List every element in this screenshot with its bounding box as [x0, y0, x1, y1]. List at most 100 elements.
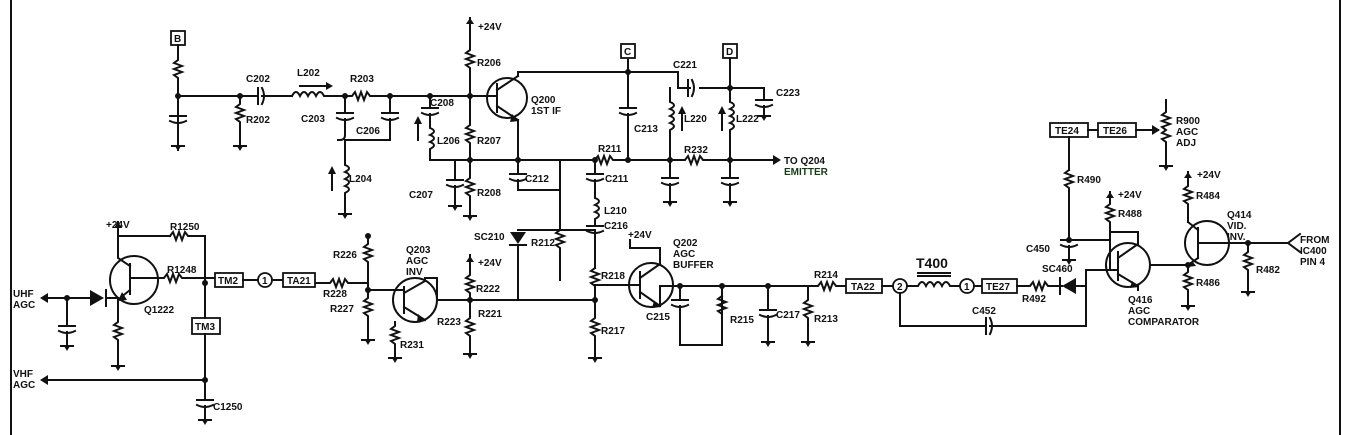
v24-top-label: +24V [478, 22, 502, 33]
r900-label: R900 [1176, 116, 1200, 127]
ta22-label: TA22 [851, 282, 875, 293]
c450-capacitor [1059, 239, 1079, 255]
l202-label: L202 [297, 68, 320, 79]
r228-label: R228 [323, 289, 347, 300]
q203-sub2-label: INV [406, 267, 423, 278]
r217-resistor [588, 299, 602, 353]
r218-label: R218 [601, 271, 625, 282]
r207-resistor [463, 95, 477, 161]
q414-sub1-label: VID. [1227, 221, 1247, 232]
r1250-label: R1250 [170, 222, 200, 233]
r488-label: R488 [1118, 209, 1142, 220]
r221-label: R221 [478, 309, 502, 320]
c452-label: C452 [972, 306, 996, 317]
r208-label: R208 [477, 188, 501, 199]
v24-q414-label: +24V [1197, 170, 1221, 181]
agc2-label: AGC [13, 380, 35, 391]
q202-sub1-label: AGC [673, 249, 695, 260]
c221-label: C221 [673, 60, 697, 71]
terminal-c-label: C [624, 47, 631, 58]
r486-resistor [1181, 264, 1195, 301]
tm2-label: TM2 [218, 276, 238, 287]
c211-label: C211 [605, 174, 629, 185]
q416-sub2-label: COMPARATOR [1128, 317, 1200, 328]
tm3-label: TM3 [195, 322, 215, 333]
r212-label: R212 [531, 238, 555, 249]
c215-label: C215 [646, 312, 670, 323]
r212-resistor [553, 189, 567, 281]
r226-resistor [361, 235, 375, 291]
v24-q203-label: +24V [478, 258, 502, 269]
c216-label: C216 [604, 221, 628, 232]
sc210-label: SC210 [474, 232, 505, 243]
r227-label: R227 [330, 304, 354, 315]
r484-label: R484 [1196, 191, 1220, 202]
from-label: FROM [1300, 235, 1329, 246]
r1248-label: R1248 [167, 265, 197, 276]
node-2-label: 2 [897, 282, 903, 293]
l222-inductor [727, 87, 735, 161]
q202-label: Q202 [673, 238, 698, 249]
t400-transformer [906, 281, 961, 289]
r208-resistor [463, 159, 477, 211]
node-1-b-label: 1 [964, 282, 970, 293]
c221-capacitor [687, 78, 695, 98]
r492-resistor [1016, 279, 1063, 293]
c206-capacitor [344, 95, 400, 141]
te24-label: TE24 [1055, 126, 1079, 137]
r211-label: R211 [598, 144, 622, 155]
r207-label: R207 [477, 136, 501, 147]
v24-q416-label: +24V [1118, 190, 1142, 201]
q202-sub2-label: BUFFER [673, 260, 714, 271]
sc210-diode [510, 232, 526, 244]
t400-label: T400 [916, 255, 948, 271]
te27-label: TE27 [986, 282, 1010, 293]
te26-label: TE26 [1103, 126, 1127, 137]
q200-label: Q200 [531, 95, 556, 106]
to-q204-label: TO Q204 [784, 156, 825, 167]
r206-label: R206 [477, 58, 501, 69]
r218-resistor [588, 266, 602, 301]
c452-capacitor [899, 285, 1087, 336]
r202-resistor [233, 95, 247, 141]
c207-label: C207 [409, 190, 433, 201]
c203-capacitor [335, 95, 355, 141]
r488-resistor [1103, 199, 1117, 251]
c202-capacitor [249, 86, 293, 106]
r232-resistor [669, 153, 776, 167]
r215-resistor [715, 294, 729, 331]
emitter-label: EMITTER [784, 167, 829, 178]
r490-label: R490 [1077, 175, 1101, 186]
r490-resistor [1062, 168, 1076, 241]
r206-resistor [463, 29, 477, 97]
r202-label: R202 [246, 115, 270, 126]
r203-resistor [344, 89, 391, 103]
r900-potentiometer [1159, 99, 1173, 161]
c207-capacitor [445, 159, 465, 201]
l220-label: L220 [684, 114, 707, 125]
r217-label: R217 [601, 326, 625, 337]
r203-label: R203 [350, 74, 374, 85]
r482-label: R482 [1256, 265, 1280, 276]
r213-label: R213 [814, 314, 838, 325]
r1248-resistor [157, 271, 216, 285]
q200-transistor [486, 77, 528, 119]
q200-sub-label: 1ST IF [531, 106, 561, 117]
q1222-transistor [109, 255, 159, 305]
agc1-label: AGC [13, 300, 35, 311]
l222-label: L222 [736, 114, 759, 125]
uhf-label: UHF [13, 289, 34, 300]
q1222-label: Q1222 [144, 305, 174, 316]
c213-capacitor [618, 71, 638, 161]
sc460-label: SC460 [1042, 264, 1073, 275]
r900-sub1-label: AGC [1176, 127, 1198, 138]
q416-sub1-label: AGC [1128, 306, 1150, 317]
r215-label: R215 [730, 315, 754, 326]
r231-label: R231 [400, 340, 424, 351]
r211-resistor [593, 153, 671, 167]
q203-sub1-label: AGC [406, 256, 428, 267]
c217-label: C217 [776, 310, 800, 321]
r486-label: R486 [1196, 278, 1220, 289]
c212-capacitor [508, 159, 561, 191]
